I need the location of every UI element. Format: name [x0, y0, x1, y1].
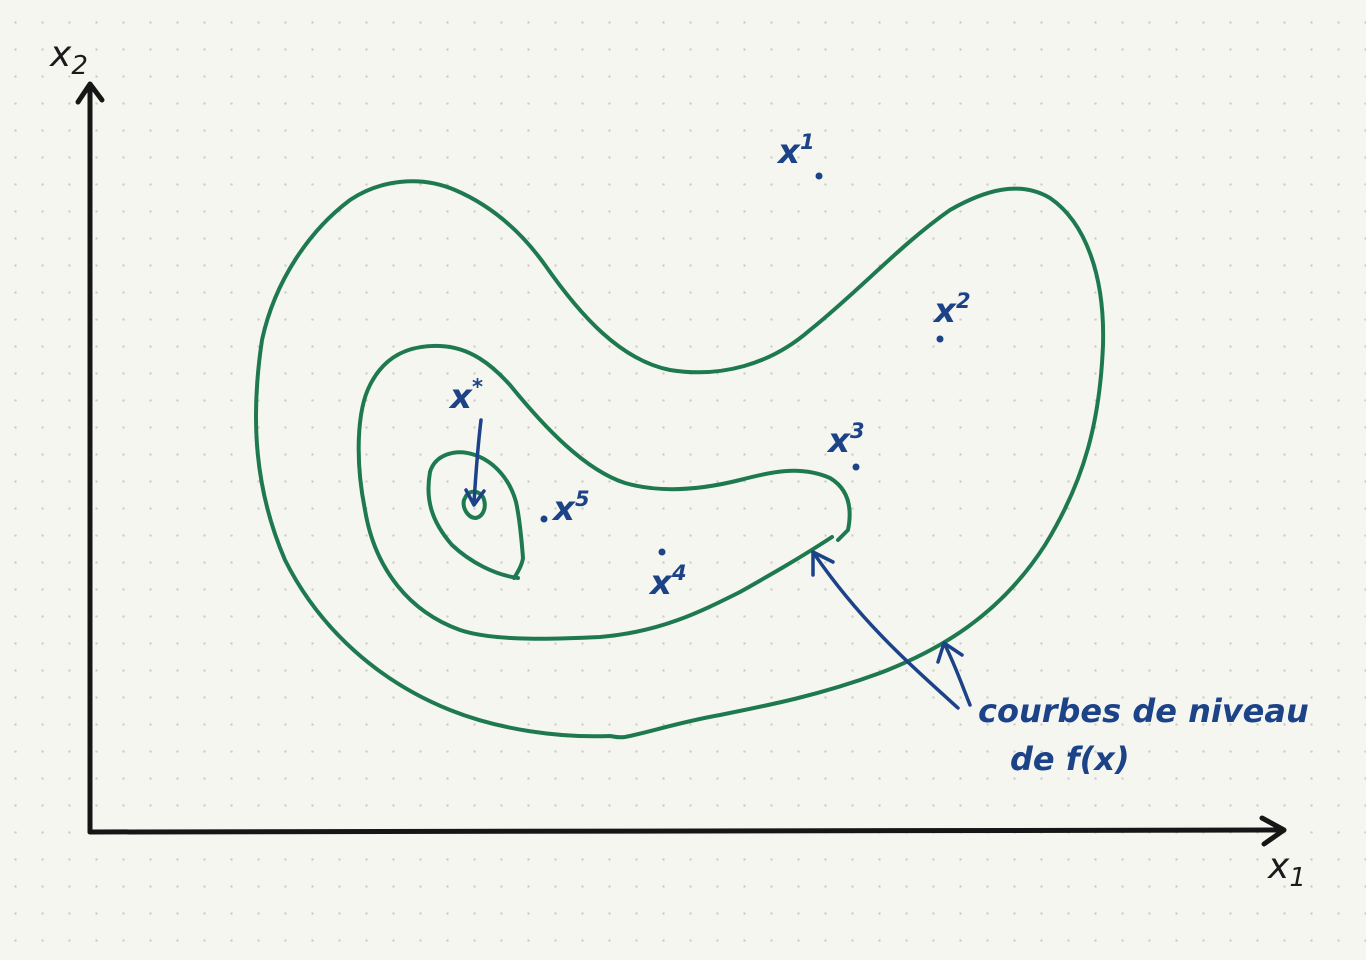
- point-x1-label: x1: [776, 130, 815, 172]
- level-curves: [253, 179, 1106, 740]
- point-x4-dot: [658, 548, 666, 556]
- annotation-arrow-middle: [813, 553, 960, 710]
- point-x2-dot: [936, 335, 944, 343]
- optimum-arrowhead: [464, 488, 486, 507]
- x1-axis-line: [87, 827, 1285, 835]
- point-x5-dot: [540, 515, 548, 523]
- annotation-line-1: courbes de niveau: [978, 692, 1309, 730]
- axes: [75, 81, 1287, 847]
- annotation-line-2: de f(x): [1010, 740, 1130, 778]
- x2-axis-arrowhead: [75, 81, 105, 105]
- minimum-level-curve: [461, 489, 487, 520]
- annotation-arrows: [811, 550, 972, 710]
- point-x2-label: x2: [932, 289, 971, 331]
- point-x1-dot: [815, 172, 823, 180]
- x1-axis-label: x1: [1267, 846, 1306, 893]
- optimum-arrow: [472, 418, 483, 505]
- point-x5-label: x5: [551, 487, 590, 529]
- x1-axis-arrowhead: [1259, 815, 1287, 847]
- point-x4-label: x4: [648, 561, 687, 603]
- annotation-arrow-outer: [943, 643, 972, 707]
- inner-level-curve: [426, 450, 525, 580]
- middle-level-curve: [356, 343, 852, 641]
- optimum-label: x*: [448, 375, 483, 417]
- annotation-arrow-outer-head: [936, 641, 964, 664]
- x2-axis-label: x2: [49, 34, 88, 81]
- point-x3-dot: [852, 463, 860, 471]
- outer-level-curve: [253, 179, 1106, 740]
- point-x3-label: x3: [826, 419, 865, 461]
- iterate-points: x1 x2 x3 x4 x5 x*: [448, 130, 971, 603]
- annotation-arrow-middle-head: [811, 550, 835, 577]
